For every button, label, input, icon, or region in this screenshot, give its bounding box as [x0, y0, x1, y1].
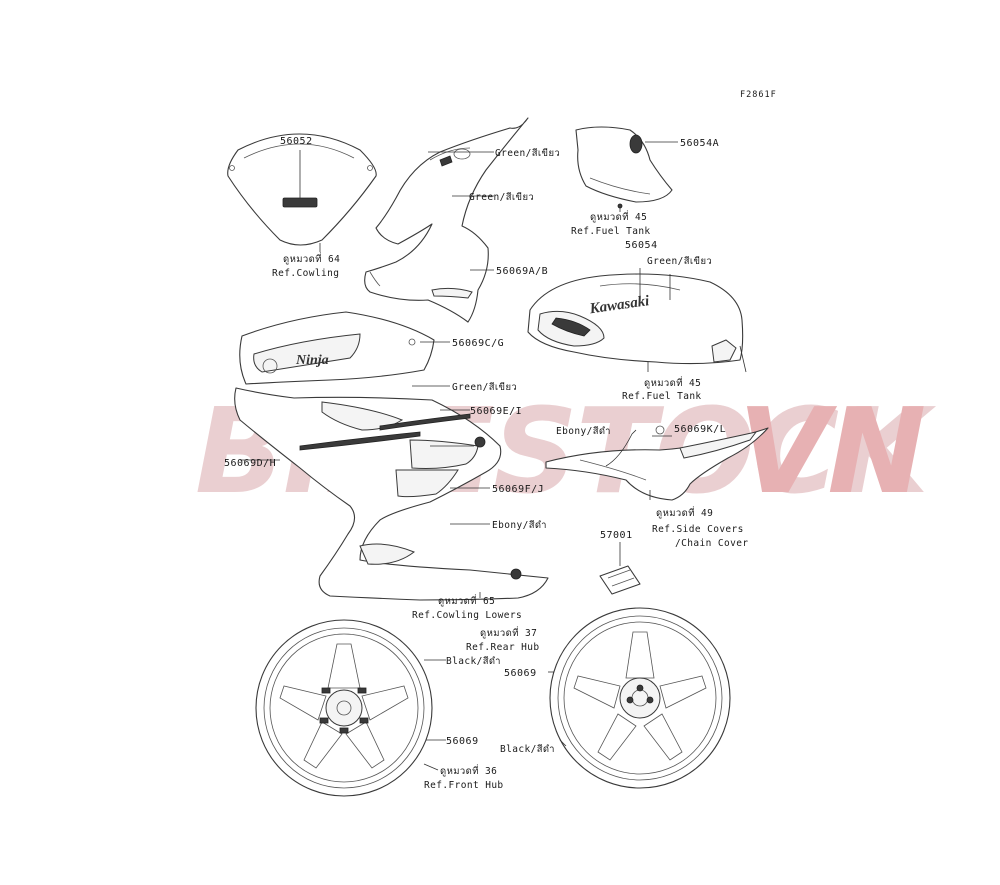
callout-rear-wheel-color: Black/สีดำ: [500, 743, 555, 755]
callout-tank-ref-en: Ref.Fuel Tank: [622, 391, 702, 402]
side-cover-part: [545, 425, 769, 501]
windshield-part: [227, 133, 377, 252]
fairing-lower-part: [234, 387, 549, 601]
callout-side-cowl-cg: 56069C/G: [452, 338, 504, 349]
callout-tank-ref-th: ดูหมวดที่ 45: [644, 376, 701, 389]
side-cowl-model-decal: Ninja: [295, 353, 329, 368]
rear-wheel-part: [548, 607, 731, 789]
callout-side-cover-partno: 56069K/L: [674, 424, 726, 435]
callout-front-wheel-ref-en: Ref.Front Hub: [424, 780, 504, 791]
callout-windshield-partno: 56052: [280, 136, 313, 147]
callout-side-cover-ref-th: ดูหมวดที่ 49: [656, 506, 713, 519]
side-cowl-part: Ninja: [239, 311, 450, 387]
callout-tank-color: Green/สีเขียว: [647, 255, 712, 267]
upper-cowl-part: [364, 117, 529, 323]
clip-part: [599, 542, 641, 595]
callout-side-cover-color: Ebony/สีดำ: [556, 425, 611, 437]
figure-id: F2861F: [740, 90, 777, 100]
callout-clip-partno: 57001: [600, 530, 633, 541]
callout-side-cover-ref-en1: Ref.Side Covers: [652, 524, 744, 535]
callout-front-wheel-color: Black/สีดำ: [446, 655, 501, 667]
callout-windshield-ref-th: ดูหมวดที่ 64: [283, 252, 340, 265]
callout-upper-cowl-partno: 56069A/B: [496, 266, 548, 277]
callout-windshield-ref-en: Ref.Cowling: [272, 268, 339, 279]
callout-upper-cowl-color: Green/สีเขียว: [495, 147, 560, 159]
callout-tank-cover-ref-th: ดูหมวดที่ 45: [590, 210, 647, 223]
front-wheel-part: [255, 619, 446, 797]
tank-cover-part: [575, 126, 678, 212]
callout-side-cowl-ei: 56069E/I: [470, 406, 522, 417]
callout-front-wheel-ref-th: ดูหมวดที่ 36: [440, 764, 497, 777]
fuel-tank-part: [527, 268, 747, 373]
callout-side-cowl-dh: 56069D/H: [224, 458, 276, 469]
callout-rear-wheel-ref-th: ดูหมวดที่ 37: [480, 626, 537, 639]
callout-tank-cover-ref-en: Ref.Fuel Tank: [571, 226, 651, 237]
callout-rear-wheel-partno: 56069: [504, 668, 537, 679]
callout-lower-cowl-ref-en: Ref.Cowling Lowers: [412, 610, 522, 621]
watermark-text-accent: VN: [738, 382, 924, 520]
callout-side-cover-ref-en2: /Chain Cover: [675, 538, 748, 549]
callout-tank-cover-partno: 56054A: [680, 138, 719, 149]
callout-tank-partno: 56054: [625, 240, 658, 251]
callout-side-cowl-fj: 56069F/J: [492, 484, 544, 495]
front-brake-disc-bolts: [319, 687, 369, 734]
callout-lower-cowl-color: Ebony/สีดำ: [492, 519, 547, 531]
callout-upper-cowl-color-2: Green/สีเขียว: [469, 191, 534, 203]
callout-rear-wheel-ref-en: Ref.Rear Hub: [466, 642, 539, 653]
callout-front-wheel-partno: 56069: [446, 736, 479, 747]
callout-lower-cowl-ref-th: ดูหมวดที่ 65: [438, 594, 495, 607]
callout-side-cowl-color: Green/สีเขียว: [452, 381, 517, 393]
